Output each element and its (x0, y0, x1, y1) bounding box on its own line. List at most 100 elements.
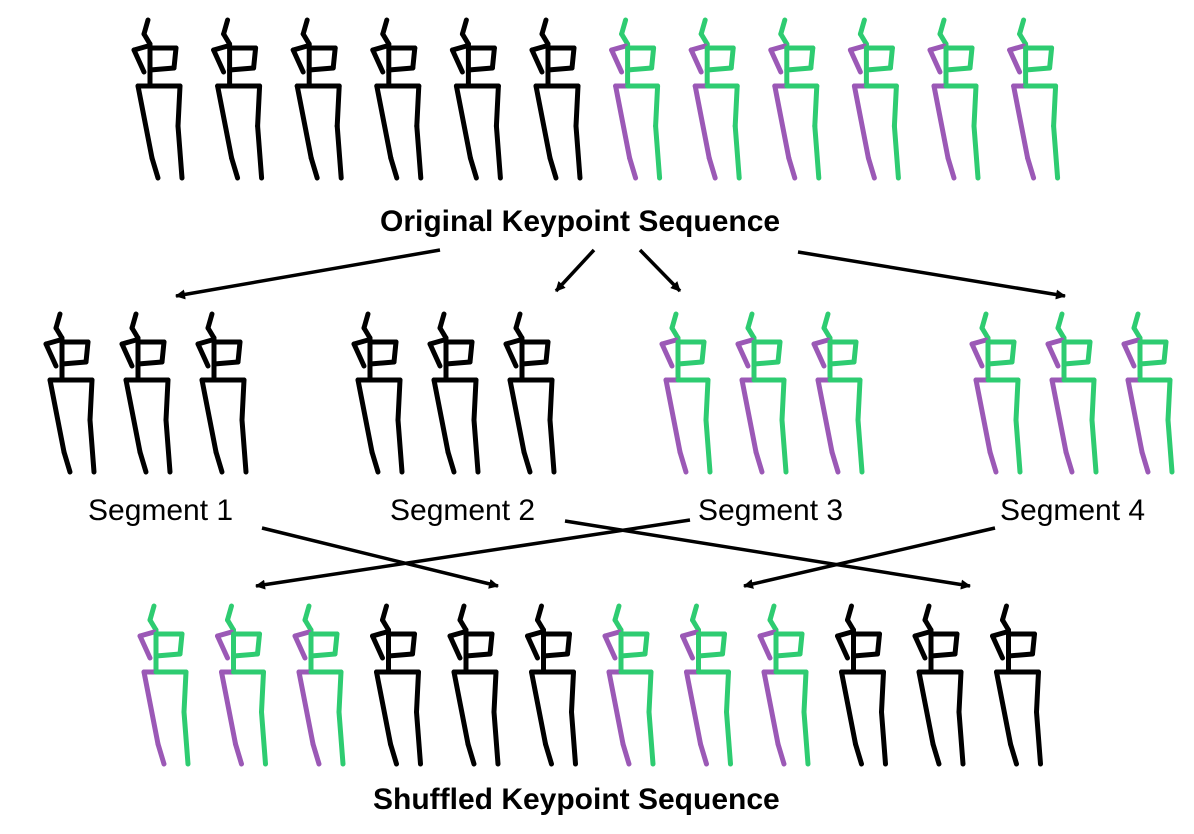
figure-limb (827, 359, 857, 367)
figure-limb (229, 155, 241, 181)
figure-limb (1161, 339, 1169, 365)
figure-limb (728, 45, 736, 71)
original-figure-12 (1007, 17, 1061, 181)
figure-limb (233, 741, 244, 767)
figure-limb (487, 631, 495, 657)
figure-limb (703, 417, 713, 475)
figure-limb (627, 155, 639, 181)
figure-limb (829, 449, 841, 475)
figure-limb (87, 377, 95, 423)
figure-limb (443, 359, 473, 367)
figure-limb (137, 449, 149, 475)
original-figure-4 (370, 17, 424, 181)
figure-limb (147, 65, 177, 73)
figure-limb (519, 359, 549, 367)
figure-limb (1007, 47, 1023, 75)
figure-limb (751, 359, 781, 367)
figure-limb (545, 65, 575, 73)
figure-limb (1137, 359, 1167, 367)
figure-limb (137, 633, 153, 661)
figure-limb (987, 449, 999, 475)
figure-limb (1025, 155, 1037, 181)
segment-2-figure-1 (351, 311, 405, 475)
figure-limb (507, 377, 527, 455)
shuffled-sequence-title: Shuffled Keypoint Sequence (373, 783, 780, 816)
figure-limb (879, 669, 886, 715)
figure-limb (427, 341, 443, 369)
figure-limb (453, 83, 473, 161)
figure-limb (355, 377, 375, 455)
figure-limb (215, 83, 235, 161)
figure-limb (1085, 339, 1093, 365)
original-figure-11 (927, 17, 981, 181)
figure-limb (123, 377, 143, 455)
figure-limb (812, 123, 822, 181)
figure-limb (851, 651, 880, 659)
figure-limb (1006, 651, 1035, 659)
figure-limb (931, 83, 951, 161)
figure-limb (195, 341, 211, 369)
figure-limb (735, 341, 751, 369)
figure-limb (159, 339, 167, 365)
figure-limb (493, 83, 501, 129)
figure-limb (659, 341, 675, 369)
figure-limb (985, 359, 1015, 367)
figure-limb (308, 155, 320, 181)
figure-limb (296, 669, 316, 747)
figure-limb (163, 377, 171, 423)
figure-limb (663, 377, 683, 455)
figure-limb (835, 633, 850, 661)
figure-limb (775, 741, 787, 767)
figure-limb (199, 377, 219, 455)
figure-limb (761, 669, 781, 747)
figure-limb (330, 45, 338, 71)
figure-limb (1023, 65, 1053, 73)
figure-limb (1139, 449, 1151, 475)
figure-limb (503, 341, 519, 369)
figure-limb (1045, 341, 1061, 369)
figure-limb (642, 631, 650, 657)
figure-limb (1089, 377, 1097, 423)
shuffled-figure-4 (370, 603, 423, 767)
figure-limb (606, 669, 626, 747)
figure-limb (131, 47, 147, 75)
shuffled-figure-5 (447, 603, 501, 767)
figure-limb (1030, 631, 1037, 657)
figure-limb (927, 47, 943, 75)
figure-limb (59, 359, 89, 367)
figure-limb (414, 709, 423, 767)
figure-limb (119, 341, 135, 369)
figure-limb (374, 669, 393, 747)
figure-limb (618, 651, 648, 659)
figure-limb (720, 631, 727, 657)
original-sequence-row (131, 17, 1061, 181)
figure-limb (1008, 741, 1019, 767)
figure-limb (853, 741, 864, 767)
figure-limb (541, 651, 570, 659)
figure-limb (801, 669, 809, 715)
segment-3-figure-3 (811, 311, 865, 475)
segment-3-figure-2 (735, 311, 789, 475)
figure-limb (704, 65, 734, 73)
figure-limb (374, 83, 394, 161)
figure-limb (602, 633, 618, 661)
figure-limb (465, 741, 477, 767)
figure-limb (467, 339, 475, 365)
segment-4-figure-3 (1121, 311, 1175, 475)
figure-limb (239, 377, 247, 423)
segment-4-label: Segment 4 (1000, 494, 1146, 527)
figure-limb (395, 377, 403, 423)
figure-limb (308, 651, 338, 659)
figure-limb (471, 377, 479, 423)
figure-limb (414, 669, 421, 715)
figure-limb (757, 633, 773, 661)
figure-limb (211, 47, 227, 75)
figure-limb (255, 123, 265, 181)
figure-limb (971, 83, 979, 129)
figure-limb (135, 83, 155, 161)
figure-limb (696, 651, 725, 659)
figure-limb (369, 449, 381, 475)
segment-1-figure-2 (119, 311, 173, 475)
figure-limb (410, 631, 417, 657)
figure-limb (231, 651, 260, 659)
